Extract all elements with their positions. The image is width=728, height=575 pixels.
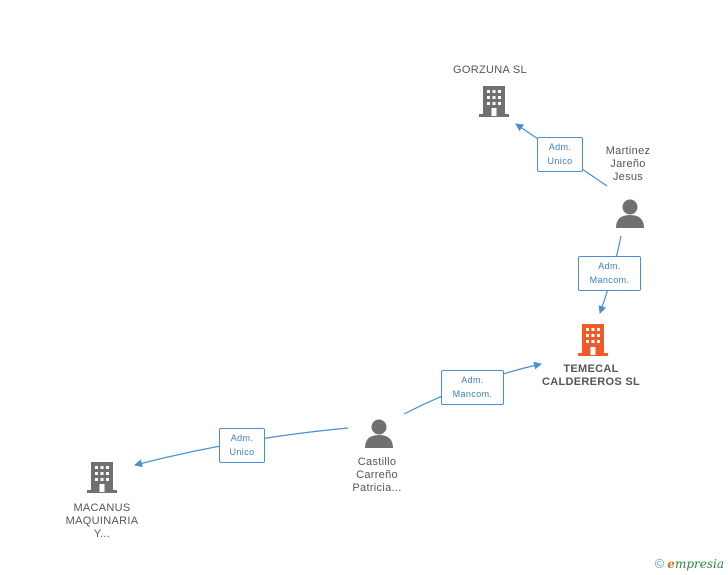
building-icon[interactable]	[576, 322, 610, 358]
edge-label-castillo-temecal[interactable]: Adm. Mancom.	[441, 370, 504, 405]
copyright-symbol: ©	[654, 556, 665, 571]
node-label-martinez[interactable]: Martinez Jareño Jesus	[605, 145, 651, 183]
edge-label-martinez-temecal[interactable]: Adm. Mancom.	[578, 256, 641, 291]
brand-logo: empresia	[667, 557, 724, 571]
node-label-gorzuna[interactable]: GORZUNA SL	[453, 64, 527, 76]
building-icon[interactable]	[477, 84, 511, 118]
node-label-temecal[interactable]: TEMECAL CALDEREROS SL	[541, 363, 641, 388]
person-icon[interactable]	[614, 198, 646, 228]
brand-footer: ©empresia	[655, 556, 724, 571]
node-label-macanus[interactable]: MACANUS MAQUINARIA Y...	[65, 502, 139, 540]
person-icon[interactable]	[363, 418, 395, 448]
edge-label-castillo-macanus[interactable]: Adm. Unico	[219, 428, 265, 463]
building-icon[interactable]	[85, 460, 119, 494]
node-label-castillo[interactable]: Castillo Carreño Patricia...	[352, 456, 402, 494]
edge-label-martinez-gorzuna[interactable]: Adm. Unico	[537, 137, 583, 172]
